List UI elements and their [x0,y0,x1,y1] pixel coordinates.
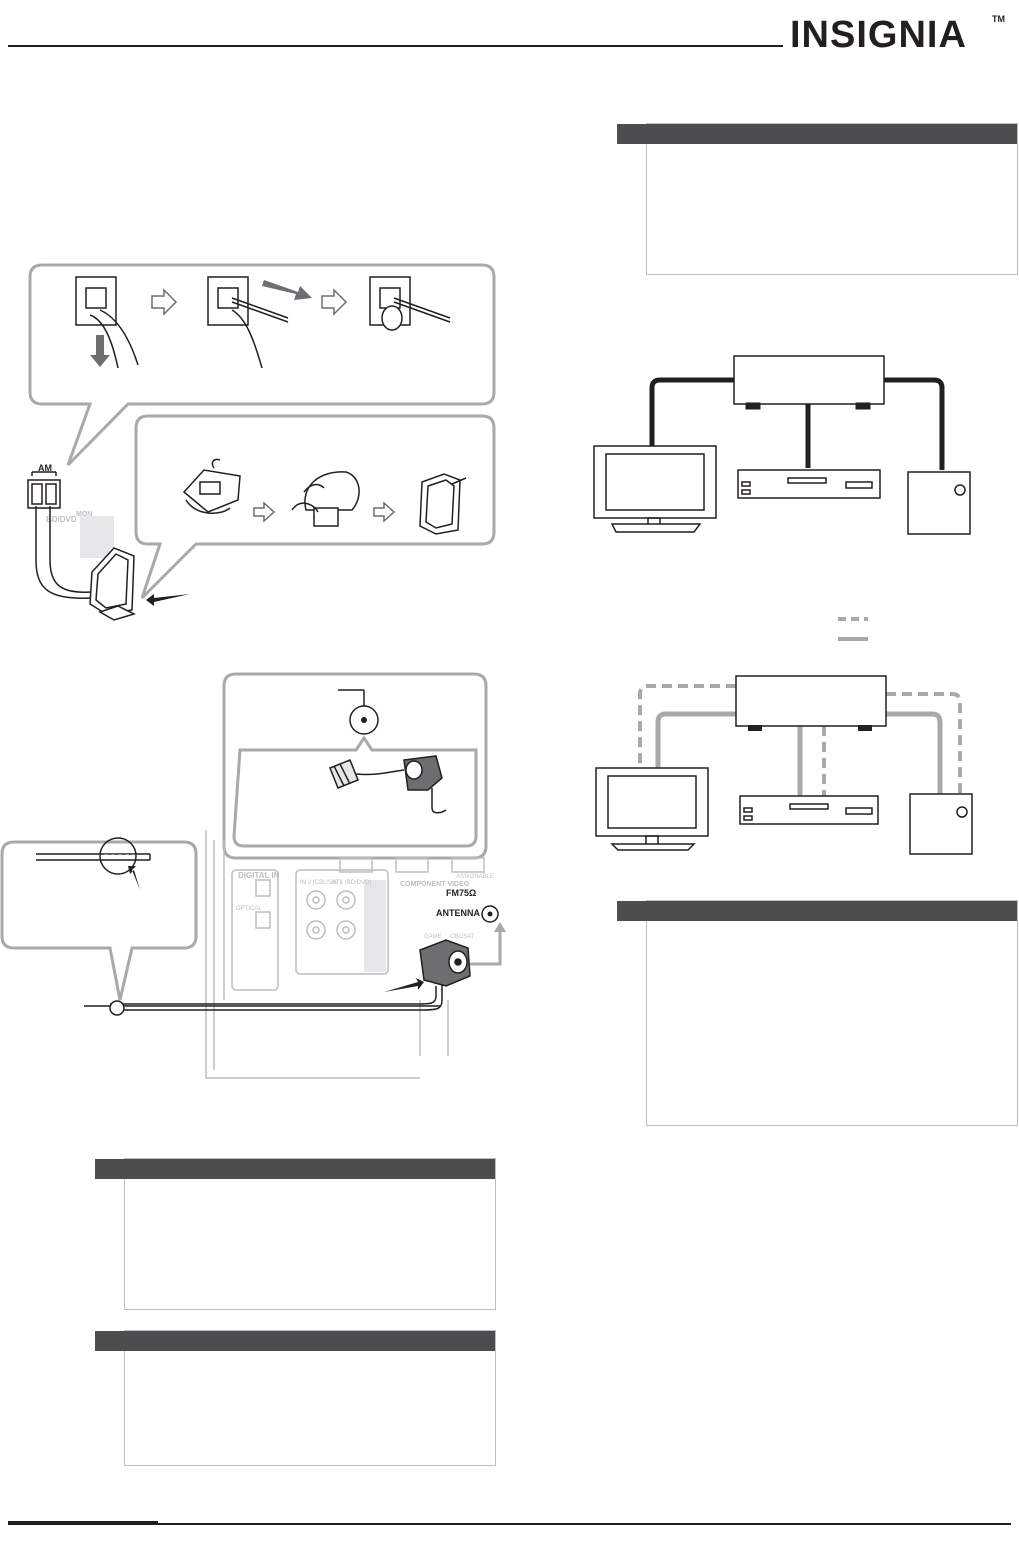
note-header-bar [617,901,1017,921]
am-wire [35,506,93,599]
antenna-label: ANTENNA [436,908,480,918]
bd-dvd-label: BD/DVD [46,515,77,524]
cbl-sat-label: CBL/SAT [450,934,475,940]
player-icon [739,795,879,825]
receiver-box [735,675,887,727]
player-icon [737,469,881,499]
brand-logo: INSIGNIA [790,14,967,56]
fm-plug [110,939,471,1011]
loop-step-2 [291,471,360,527]
step-arrow-icon [321,288,348,316]
step-2-insert-wire [207,276,289,369]
note-box-left-2 [95,1330,496,1466]
note-header-bar [95,1159,495,1179]
am-loop-antenna [89,547,137,621]
header-rule [8,45,783,47]
push-arrow-icon [262,280,312,300]
step-arrow-icon [373,501,396,523]
trademark-mark: TM [992,14,1005,24]
rear-panel-patch [80,516,114,558]
step-arrow-icon [253,501,276,523]
footer-rule-accent [8,1521,158,1524]
hdmi-connection-diagram [593,355,971,535]
in2-label: IN 2 (CBL/SAT) [300,880,341,886]
receiver-box [733,355,885,405]
analog-connection-diagram [595,675,973,855]
tv-icon [595,767,709,851]
in1-label: IN 1 (BD/DVD) [332,880,371,886]
step-arrow-icon [151,288,178,316]
am-label: AM [38,463,52,473]
tv-icon [593,445,717,519]
fm75-label: FM75Ω [446,888,476,898]
pointer-arrow-icon [128,866,140,890]
footer-rule [8,1523,1011,1525]
loop-step-1 [182,458,241,514]
game-label: GAME [424,934,442,940]
step-3-release [369,276,451,331]
note-box-right-top [617,123,1018,275]
note-box-left-1 [95,1158,496,1310]
digital-in-label: DIGITAL IN [238,871,280,880]
optical-label: OPTICAL [236,906,262,912]
assignable-label: ASSIGNABLE [456,874,494,880]
note-header-bar [617,124,1017,144]
component-video-label: COMPONENT VIDEO [400,881,470,888]
am-terminal [27,471,61,509]
pointer-arrow-icon [384,978,424,992]
step-1-press-tab [75,276,139,369]
loop-step-3 [419,473,467,535]
note-header-bar [95,1331,495,1351]
mon-label: MON [76,511,92,518]
down-arrow-icon [90,335,110,367]
fm-wire-detail-bubble [0,840,198,1001]
note-box-right-bottom [617,900,1018,1126]
fm-plug-illustration [329,755,447,814]
subwoofer-icon [909,793,973,855]
subwoofer-icon [907,471,971,535]
pointer-arrow-icon [146,594,190,606]
